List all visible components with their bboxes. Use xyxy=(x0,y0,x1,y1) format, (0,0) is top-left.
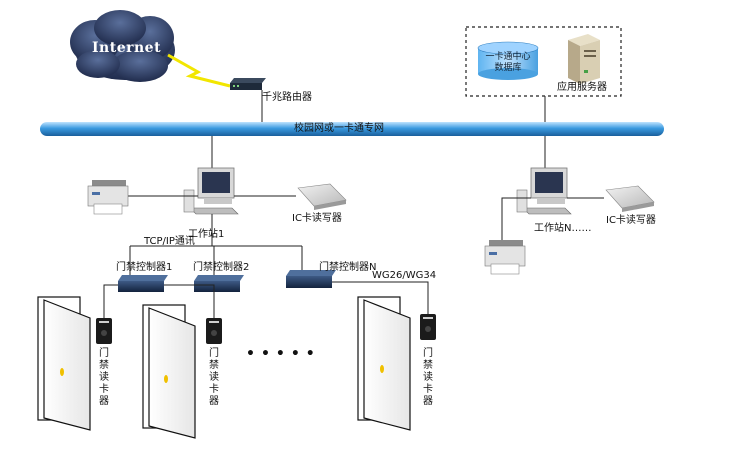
wsn-printer-link xyxy=(501,197,531,240)
door-reader-n-icon xyxy=(420,314,436,340)
workstation-1-label: 工作站1 xyxy=(188,229,225,240)
controller-n-label: 门禁控制器N xyxy=(319,262,377,273)
internet-cloud xyxy=(70,10,175,82)
ic-card-reader-n-label: IC卡读写器 xyxy=(606,215,656,226)
door-1-icon xyxy=(37,296,91,431)
tcp-ip-label: TCP/IP通讯 xyxy=(144,236,195,247)
router-label: 千兆路由器 xyxy=(262,92,312,103)
door-2-icon xyxy=(142,304,196,439)
controller-n-icon xyxy=(286,270,336,288)
database-icon xyxy=(477,41,539,80)
reader-1-link xyxy=(103,284,118,318)
workstation-n-computer-icon xyxy=(516,167,572,215)
controller-1-label: 门禁控制器1 xyxy=(116,262,173,273)
door-reader-1-label: 门禁读卡器 xyxy=(99,348,109,407)
workstation-1-computer-icon xyxy=(183,167,239,215)
reader-n-link xyxy=(332,281,429,314)
door-reader-n-label: 门禁读卡器 xyxy=(423,348,433,407)
printer-n-icon xyxy=(484,240,526,275)
door-reader-2-icon xyxy=(206,318,222,344)
workstation-n-label: 工作站N…… xyxy=(534,223,592,234)
internet-label: Internet xyxy=(92,40,162,56)
datacenter-frame xyxy=(465,26,622,97)
controller-2-label: 门禁控制器2 xyxy=(193,262,250,273)
ic-card-reader-1-label: IC卡读写器 xyxy=(292,213,342,224)
router-icon xyxy=(230,78,266,90)
wiegand-label: WG26/WG34 xyxy=(372,270,437,281)
reader-2-link xyxy=(164,284,215,318)
more-doors-ellipsis: ••••• xyxy=(246,346,321,362)
server-icon xyxy=(568,34,600,84)
controller-2-icon xyxy=(194,275,244,292)
ic-card-reader-1-icon xyxy=(297,183,347,210)
network-bus xyxy=(40,122,664,136)
door-reader-1-icon xyxy=(96,318,112,344)
door-n-icon xyxy=(357,296,411,431)
controller-1-icon xyxy=(118,275,168,292)
printer-1-icon xyxy=(87,180,129,215)
network-label: 校园网或一卡通专网 xyxy=(294,123,384,134)
ic-card-reader-n-icon xyxy=(605,185,655,212)
server-label: 应用服务器 xyxy=(557,82,607,93)
lightning-link-icon xyxy=(167,53,231,88)
door-reader-2-label: 门禁读卡器 xyxy=(209,348,219,407)
database-label: 一卡通中心数据库 xyxy=(485,52,531,73)
